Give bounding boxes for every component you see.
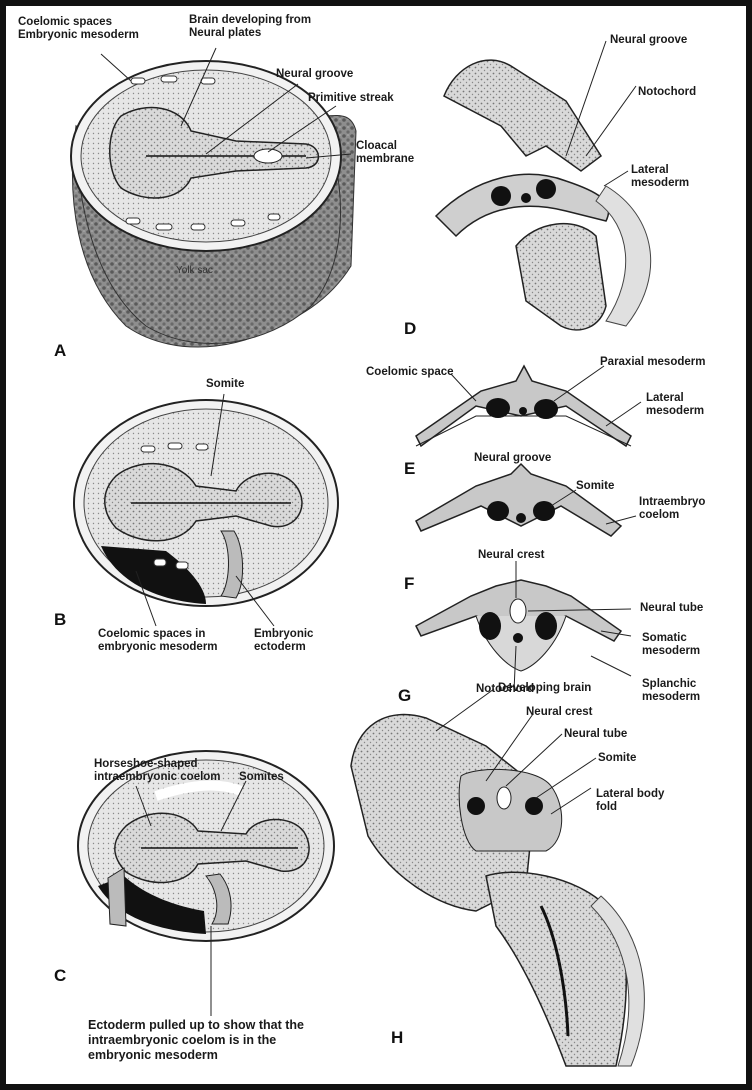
label-horseshoe-coelom: Horseshoe-shaped intraembryonic coelom: [94, 758, 221, 784]
panel-d-drawing: [436, 41, 651, 330]
lower-body-d: [516, 224, 606, 330]
label-neural-crest-g: Neural crest: [478, 549, 544, 562]
label-yolk-sac: Yolk sac: [176, 264, 213, 277]
panel-letter-b: B: [54, 610, 66, 630]
label-primitive-streak: Primitive streak: [308, 92, 394, 105]
section-f: [416, 464, 621, 536]
panel-c-drawing: [78, 751, 334, 1016]
label-cloacal-membrane: Cloacal membrane: [356, 140, 414, 166]
panel-letter-g: G: [398, 686, 411, 706]
panel-letter-d: D: [404, 319, 416, 339]
panel-b-drawing: [74, 394, 338, 626]
panel-f-drawing: [416, 464, 636, 536]
label-splanchic-mesoderm: Splanchic mesoderm: [642, 678, 700, 704]
label-neural-tube-h: Neural tube: [564, 728, 627, 741]
panel-letter-c: C: [54, 966, 66, 986]
panel-h-drawing: [351, 689, 644, 1066]
panel-g-drawing: [416, 561, 631, 691]
label-neural-tube-g: Neural tube: [640, 602, 703, 615]
label-somatic-mesoderm: Somatic mesoderm: [642, 632, 700, 658]
label-embryonic-ectoderm: Embryonic ectoderm: [254, 628, 313, 654]
panel-letter-h: H: [391, 1028, 403, 1048]
label-neural-groove-f: Neural groove: [474, 452, 551, 465]
label-coelomic-space-e: Coelomic space: [366, 366, 454, 379]
label-lateral-body-fold: Lateral body fold: [596, 788, 664, 814]
label-ectoderm-pulled-up: Ectoderm pulled up to show that the intr…: [88, 1018, 304, 1063]
label-somites-c: Somites: [239, 771, 284, 784]
label-coelomic-spaces-embryonic-mesoderm: Coelomic spaces Embryonic mesoderm: [18, 16, 139, 42]
label-neural-crest-h: Neural crest: [526, 706, 592, 719]
label-neural-groove-a: Neural groove: [276, 68, 353, 81]
label-notochord-d: Notochord: [638, 86, 696, 99]
panel-letter-f: F: [404, 574, 414, 594]
label-lateral-mesoderm-e: Lateral mesoderm: [646, 392, 704, 418]
panel-letter-e: E: [404, 459, 415, 479]
label-somite-h: Somite: [598, 752, 636, 765]
label-coelomic-spaces-b: Coelomic spaces in embryonic mesoderm: [98, 628, 218, 654]
neural-fold-d: [444, 60, 601, 171]
panel-letter-a: A: [54, 341, 66, 361]
label-neural-groove-d: Neural groove: [610, 34, 687, 47]
label-brain-developing: Brain developing from Neural plates: [189, 14, 311, 40]
label-lateral-mesoderm-d: Lateral mesoderm: [631, 164, 689, 190]
label-developing-brain: Developing brain: [498, 682, 591, 695]
label-somite-f: Somite: [576, 480, 614, 493]
label-paraxial-mesoderm: Paraxial mesoderm: [600, 356, 705, 369]
label-somite-b: Somite: [206, 378, 244, 391]
label-intraembryo-coelom: Intraembryo coelom: [639, 496, 705, 522]
